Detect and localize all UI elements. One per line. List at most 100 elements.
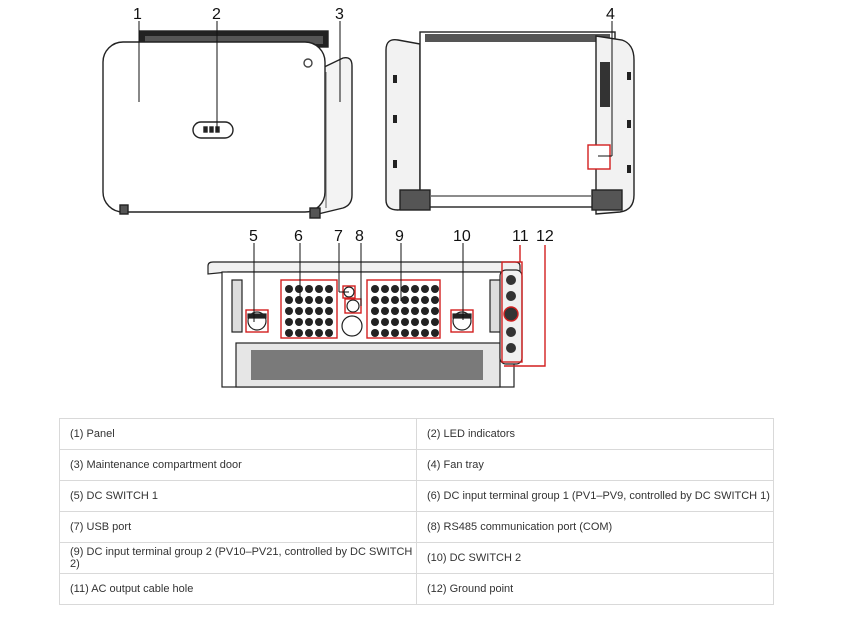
legend-cell: (9) DC input terminal group 2 (PV10–PV21… — [59, 542, 417, 574]
ground-leader — [504, 245, 546, 367]
dc-terminal — [371, 307, 379, 315]
legend-cell: (6) DC input terminal group 1 (PV1–PV9, … — [416, 480, 774, 512]
dc-terminal — [401, 285, 409, 293]
callout-7: 7 — [334, 228, 343, 245]
dc-terminal — [325, 329, 333, 337]
callout-9: 9 — [395, 228, 404, 245]
dc-terminal — [411, 329, 419, 337]
dc-terminal — [325, 307, 333, 315]
ac-output-holes — [504, 275, 518, 353]
bottom-view — [207, 261, 523, 388]
legend-cell: (7) USB port — [59, 511, 417, 543]
dc-terminal — [285, 329, 293, 337]
dc-terminal — [285, 307, 293, 315]
legend-cell: (4) Fan tray — [416, 449, 774, 481]
inverter-diagram: 1 2 3 4 5 6 7 8 9 10 11 12 — [102, 6, 635, 388]
dc-terminal — [421, 307, 429, 315]
callout-11: 11 — [512, 228, 529, 245]
dc-terminal — [431, 329, 439, 337]
ground-point-marker — [503, 306, 519, 322]
callout-1: 1 — [133, 6, 142, 23]
dc-terminal — [391, 296, 399, 304]
dc-terminal — [295, 307, 303, 315]
legend-row: (5) DC SWITCH 1 (6) DC input terminal gr… — [59, 480, 774, 512]
dc-terminal — [391, 329, 399, 337]
dc-switch-1-box — [245, 309, 269, 333]
dc-terminal — [421, 285, 429, 293]
dc-input-terminals — [285, 285, 439, 337]
dc-terminal — [411, 307, 419, 315]
dc-terminal — [411, 318, 419, 326]
callout-8: 8 — [355, 228, 364, 245]
dc-terminal — [431, 307, 439, 315]
dc-terminal — [411, 285, 419, 293]
dc-terminal — [315, 329, 323, 337]
legend-cell: (8) RS485 communication port (COM) — [416, 511, 774, 543]
dc-terminal — [421, 296, 429, 304]
callout-4: 4 — [606, 6, 615, 23]
dc-terminal — [371, 318, 379, 326]
legend-row: (7) USB port (8) RS485 communication por… — [59, 511, 774, 543]
dc-terminal — [295, 285, 303, 293]
dc-terminal — [431, 296, 439, 304]
callout-3: 3 — [335, 6, 344, 23]
dc-terminal — [305, 285, 313, 293]
dc-terminal — [411, 296, 419, 304]
legend-row: (9) DC input terminal group 2 (PV10–PV21… — [59, 542, 774, 574]
dc-terminal — [371, 296, 379, 304]
dc-terminal — [325, 285, 333, 293]
legend-row: (3) Maintenance compartment door (4) Fan… — [59, 449, 774, 481]
legend-cell: (12) Ground point — [416, 573, 774, 605]
leader-lines — [138, 21, 613, 322]
dc-terminal — [371, 285, 379, 293]
dc-terminal — [315, 285, 323, 293]
legend-cell: (1) Panel — [59, 418, 417, 450]
dc-terminal — [401, 329, 409, 337]
legend-row: (11) AC output cable hole (12) Ground po… — [59, 573, 774, 605]
dc-terminal — [285, 285, 293, 293]
legend-row: (1) Panel (2) LED indicators — [59, 418, 774, 450]
legend-cell: (10) DC SWITCH 2 — [416, 542, 774, 574]
terminal-group-2-box — [366, 279, 441, 339]
dc-terminal — [401, 296, 409, 304]
callout-5: 5 — [249, 228, 258, 245]
dc-terminal — [315, 318, 323, 326]
legend-cell: (5) DC SWITCH 1 — [59, 480, 417, 512]
dc-terminal — [381, 318, 389, 326]
dc-terminal — [295, 318, 303, 326]
dc-terminal — [325, 318, 333, 326]
dc-terminal — [401, 318, 409, 326]
dc-terminal — [371, 329, 379, 337]
legend-cell: (3) Maintenance compartment door — [59, 449, 417, 481]
dc-terminal — [381, 329, 389, 337]
dc-terminal — [305, 329, 313, 337]
dc-terminal — [285, 296, 293, 304]
terminal-group-1-box — [280, 279, 338, 339]
callout-2: 2 — [212, 6, 221, 23]
callout-10: 10 — [453, 228, 471, 245]
dc-switch-2-box — [450, 309, 474, 333]
dc-terminal — [391, 285, 399, 293]
ac-output-box — [501, 261, 523, 363]
dc-terminal — [391, 318, 399, 326]
dc-terminal — [421, 318, 429, 326]
dc-terminal — [325, 296, 333, 304]
dc-terminal — [381, 307, 389, 315]
dc-terminal — [315, 296, 323, 304]
dc-terminal — [295, 329, 303, 337]
dc-terminal — [381, 285, 389, 293]
dc-terminal — [305, 296, 313, 304]
dc-terminal — [295, 296, 303, 304]
dc-terminal — [431, 318, 439, 326]
dc-terminal — [431, 285, 439, 293]
dc-terminal — [285, 318, 293, 326]
rear-view — [385, 31, 635, 215]
legend-cell: (11) AC output cable hole — [59, 573, 417, 605]
dc-terminal — [401, 307, 409, 315]
dc-terminal — [421, 329, 429, 337]
dc-terminal — [381, 296, 389, 304]
dc-terminal — [305, 307, 313, 315]
dc-terminal — [315, 307, 323, 315]
legend-cell: (2) LED indicators — [416, 418, 774, 450]
front-view — [102, 30, 353, 219]
